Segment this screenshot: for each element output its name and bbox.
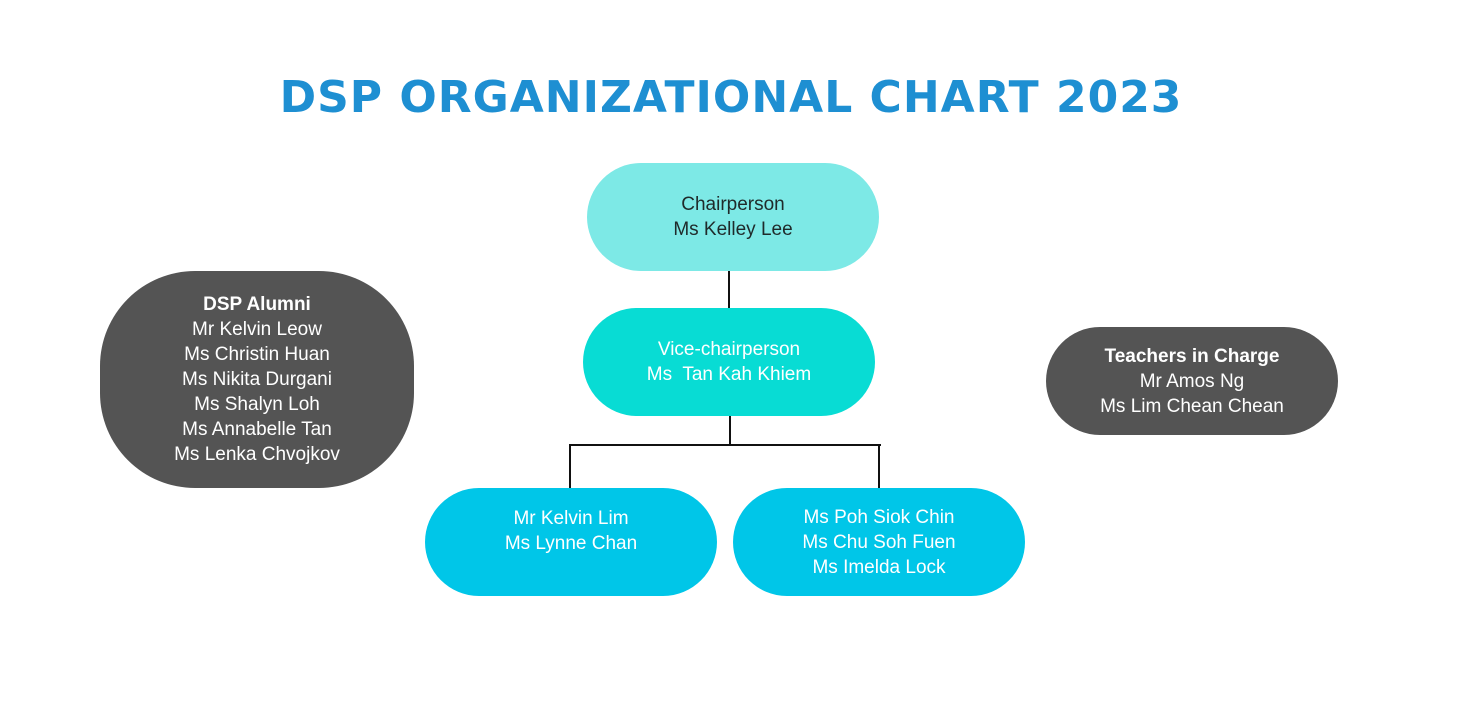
member-group-right: Ms Poh Siok Chin Ms Chu Soh Fuen Ms Imel…: [733, 488, 1025, 596]
teachers-node: Teachers in Charge Mr Amos Ng Ms Lim Che…: [1046, 327, 1338, 435]
vice-chairperson-node: Vice-chairperson Ms Tan Kah Khiem: [583, 308, 875, 416]
connector-chair-vice: [728, 271, 730, 308]
teachers-heading: Teachers in Charge: [1104, 345, 1280, 367]
vice-chairperson-name: Ms Tan Kah Khiem: [646, 364, 812, 385]
connector-right-drop: [878, 444, 880, 488]
vice-chairperson-role: Vice-chairperson: [657, 339, 801, 360]
alumni-heading: DSP Alumni: [203, 294, 311, 315]
member-name: Mr Kelvin Lim: [513, 508, 629, 529]
alumni-node: DSP Alumni Mr Kelvin Leow Ms Christin Hu…: [100, 271, 414, 488]
chairperson-role: Chairperson: [681, 194, 785, 215]
member-name: Ms Lynne Chan: [504, 533, 638, 554]
member-name: Ms Imelda Lock: [812, 556, 946, 578]
connector-vice-down: [729, 416, 731, 445]
chairperson-name: Ms Kelley Lee: [673, 219, 793, 240]
alumni-member: Ms Lenka Chvojkov: [174, 444, 340, 465]
chairperson-node: Chairperson Ms Kelley Lee: [587, 163, 879, 271]
teacher-name: Ms Lim Chean Chean: [1100, 395, 1284, 417]
connector-horizontal: [569, 444, 881, 446]
alumni-member: Ms Shalyn Loh: [194, 394, 320, 415]
alumni-member: Ms Nikita Durgani: [182, 369, 332, 390]
connector-left-drop: [569, 444, 571, 488]
member-name: Ms Poh Siok Chin: [803, 506, 955, 528]
member-name: Ms Chu Soh Fuen: [802, 531, 956, 553]
alumni-member: Ms Annabelle Tan: [182, 419, 332, 440]
chart-title: DSP ORGANIZATIONAL CHART 2023: [279, 72, 1183, 123]
member-group-left: Mr Kelvin Lim Ms Lynne Chan: [425, 488, 717, 596]
alumni-member: Ms Christin Huan: [184, 344, 330, 365]
alumni-member: Mr Kelvin Leow: [192, 319, 322, 340]
teacher-name: Mr Amos Ng: [1139, 370, 1245, 392]
